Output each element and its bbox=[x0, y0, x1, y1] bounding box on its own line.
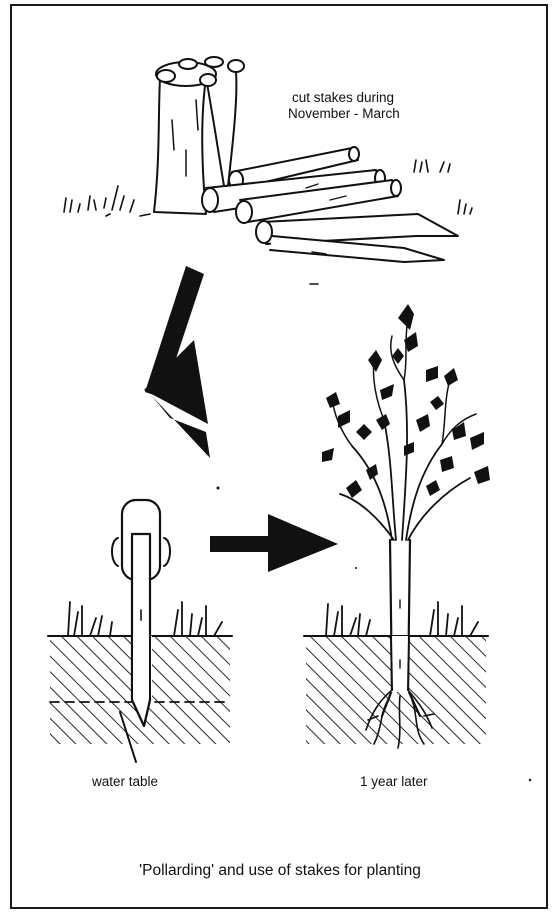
arrow-right-icon bbox=[210, 514, 338, 572]
cut-stakes-label: cut stakes during November - March bbox=[288, 90, 400, 122]
cut-stakes-label-line2: November - March bbox=[288, 106, 400, 122]
water-table-label: water table bbox=[92, 774, 158, 790]
cut-stakes-pile bbox=[202, 147, 458, 262]
one-year-later-label: 1 year later bbox=[360, 774, 428, 790]
figure-caption: 'Pollarding' and use of stakes for plant… bbox=[0, 862, 560, 880]
cut-stakes-label-line1: cut stakes during bbox=[288, 90, 400, 106]
